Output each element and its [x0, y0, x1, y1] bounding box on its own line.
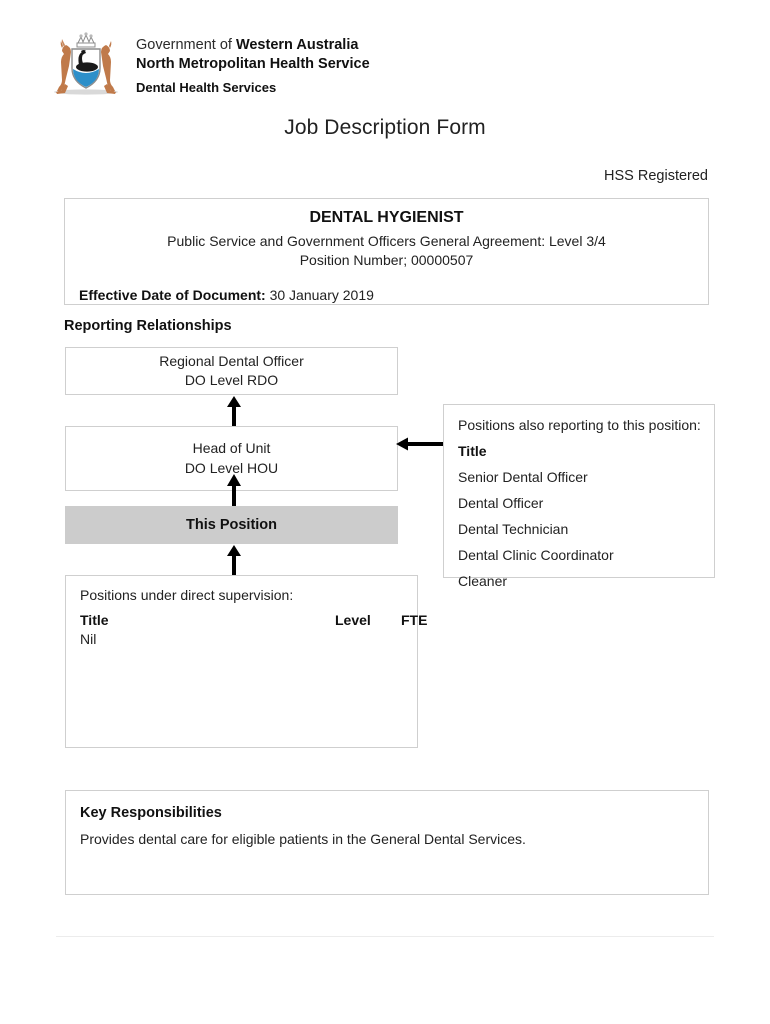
column-header-fte: FTE	[401, 612, 428, 628]
footer-divider	[56, 936, 714, 937]
under-supervision-column-headers: Title Level FTE	[80, 612, 427, 630]
arrow-up-to-rdo-icon	[226, 396, 242, 426]
key-responsibilities-box: Key Responsibilities Provides dental car…	[65, 790, 709, 895]
org-box-regional-dental-officer: Regional Dental Officer DO Level RDO	[65, 347, 398, 395]
hou-title: Head of Unit	[192, 440, 271, 457]
also-reporting-column-header: Title	[458, 443, 487, 459]
list-item: Dental Clinic Coordinator	[458, 547, 614, 563]
under-supervision-intro: Positions under direct supervision:	[80, 587, 294, 603]
org-name-block: Government of Western Australia North Me…	[136, 28, 370, 97]
key-responsibilities-body: Provides dental care for eligible patien…	[80, 831, 526, 847]
also-reporting-intro: Positions also reporting to this positio…	[458, 417, 701, 433]
org-box-this-position: This Position	[65, 506, 398, 544]
health-service-line: North Metropolitan Health Service	[136, 55, 370, 72]
list-item: Dental Technician	[458, 521, 569, 537]
government-line: Government of Western Australia	[136, 36, 370, 55]
reporting-relationships-heading: Reporting Relationships	[64, 318, 232, 334]
column-header-title: Title	[80, 612, 109, 628]
list-item: Dental Officer	[458, 495, 544, 511]
rdo-level: DO Level RDO	[184, 372, 279, 388]
department-line: Dental Health Services	[136, 80, 277, 96]
page-title: Job Description Form	[284, 116, 486, 139]
effective-date-row: Effective Date of Document: 30 January 2…	[79, 287, 708, 303]
list-item: Cleaner	[458, 573, 508, 589]
position-title-box: DENTAL HYGIENIST Public Service and Gove…	[64, 198, 709, 305]
column-header-level: Level	[335, 612, 371, 628]
arrow-up-to-this-position-icon	[226, 545, 242, 576]
registration-label: HSS Registered	[604, 168, 708, 184]
government-prefix: Government of	[136, 37, 236, 53]
position-number: Position Number; 00000507	[299, 252, 474, 268]
wa-coat-of-arms-icon	[48, 28, 124, 102]
org-box-also-reporting: Positions also reporting to this positio…	[443, 404, 715, 589]
table-row: Nil	[80, 631, 97, 647]
position-role: DENTAL HYGIENIST	[309, 209, 464, 226]
key-responsibilities-heading: Key Responsibilities	[80, 805, 222, 821]
arrow-up-to-head-of-unit-icon	[226, 474, 242, 506]
this-position-label: This Position	[185, 517, 278, 533]
position-agreement: Public Service and Government Officers G…	[167, 233, 606, 249]
list-item: Senior Dental Officer	[458, 469, 588, 485]
government-state: Western Australia	[235, 37, 359, 53]
hou-level: DO Level HOU	[184, 459, 279, 476]
document-header: Government of Western Australia North Me…	[48, 28, 370, 102]
arrow-left-to-head-of-unit-icon	[396, 437, 444, 451]
effective-date-value: 30 January 2019	[269, 287, 374, 303]
rdo-title: Regional Dental Officer	[159, 352, 304, 369]
org-box-under-supervision: Positions under direct supervision: Titl…	[65, 575, 427, 748]
effective-date-label: Effective Date of Document:	[79, 287, 266, 303]
